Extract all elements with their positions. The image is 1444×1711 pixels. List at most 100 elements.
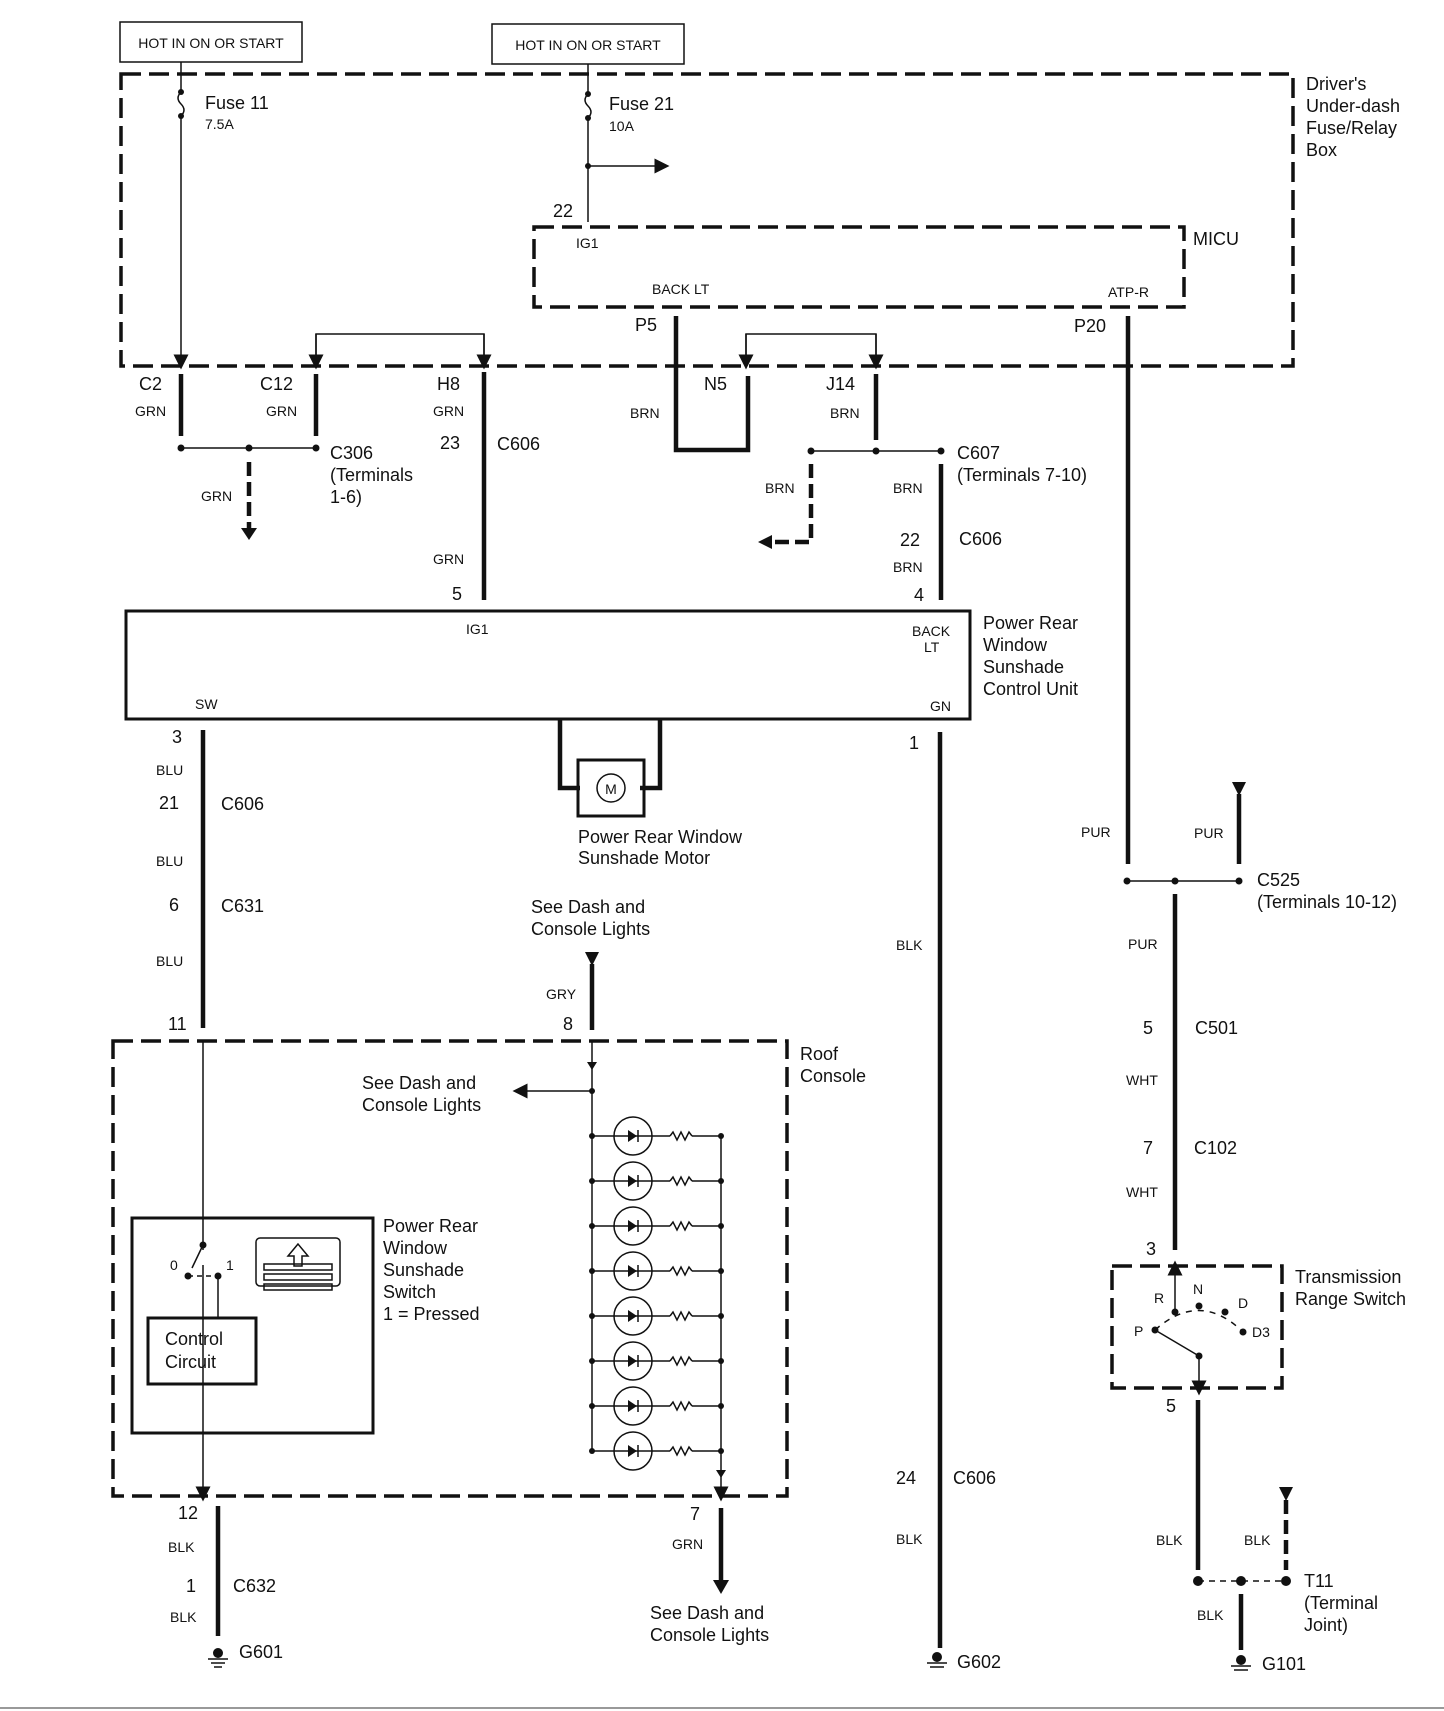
terminal-label: P5 — [635, 315, 657, 335]
wire-color-label: BLU — [156, 762, 183, 778]
arrow-down-icon — [241, 528, 257, 540]
led-row — [589, 1296, 724, 1336]
fuse-11: Fuse 11 7.5A — [173, 62, 269, 370]
wire-color-label: PUR — [1128, 936, 1158, 952]
fuse-name: Fuse 11 — [205, 93, 269, 113]
connector-pin: 6 — [169, 895, 179, 915]
transmission-label-line: Range Switch — [1295, 1289, 1406, 1309]
fuse-21: Fuse 21 10A 22 — [553, 64, 674, 222]
gear-position: D — [1238, 1295, 1248, 1311]
power-source-right: HOT IN ON OR START — [491, 23, 685, 65]
switch-label-line: Power Rear — [383, 1216, 478, 1236]
ground-label: G101 — [1262, 1654, 1306, 1674]
switch-position-on: 1 — [226, 1257, 234, 1273]
arrow-down-icon — [713, 1580, 729, 1594]
pin-number: 11 — [168, 1014, 187, 1034]
wire-color-label: BLK — [170, 1609, 197, 1625]
micu-pin-label: IG1 — [576, 235, 599, 251]
wire-color-label: GRN — [135, 403, 166, 419]
selector-arm-icon — [1154, 1329, 1200, 1357]
wire-color-label: GRN — [433, 403, 464, 419]
pin-number: 5 — [1166, 1396, 1176, 1416]
sunshade-switch-box — [130, 1216, 375, 1435]
micu-pin-label: BACK LT — [652, 281, 710, 297]
pin-number: 4 — [914, 585, 924, 605]
arrow-down-icon — [1279, 1487, 1293, 1501]
control-unit-label-line: Power Rear — [983, 613, 1078, 633]
circuit-atp-r: P20 PUR PUR C525 (Terminals 10-12) PUR 5… — [1074, 316, 1397, 1259]
micu-input-pin: 22 — [553, 201, 573, 221]
pin-label: BACK — [912, 623, 951, 639]
connector-pin: 7 — [1143, 1138, 1153, 1158]
wire-color-label: BLK — [1244, 1532, 1271, 1548]
wire-color-label: BLK — [1197, 1607, 1224, 1623]
terminal-label: H8 — [437, 374, 460, 394]
splice-label: C607 — [957, 443, 1000, 463]
power-source-left: HOT IN ON OR START — [119, 21, 303, 63]
fuse-box-label-line: Driver's — [1306, 74, 1366, 94]
control-circuit-label: Control — [165, 1329, 223, 1349]
micu-label: MICU — [1193, 229, 1239, 249]
splice-note: (Terminals 10-12) — [1257, 892, 1397, 912]
pin-label: SW — [195, 696, 218, 712]
pin-label: GN — [930, 698, 951, 714]
splice-label: T11 — [1304, 1571, 1334, 1591]
led-row — [589, 1341, 724, 1381]
control-circuit-box — [146, 1316, 258, 1386]
wire-color-label: BRN — [630, 405, 660, 421]
splice-label: C525 — [1257, 870, 1300, 890]
pin-label: LT — [924, 639, 940, 655]
led-array — [589, 1116, 724, 1471]
see-dash-label: See Dash and — [650, 1603, 764, 1623]
pin-label: IG1 — [466, 621, 489, 637]
connector-pin: 24 — [896, 1468, 916, 1488]
connector-label: C606 — [221, 794, 264, 814]
connector-pin: 21 — [159, 793, 179, 813]
connector-label: C501 — [1195, 1018, 1238, 1038]
fuse-box-label-line: Box — [1306, 140, 1337, 160]
resistor-icon — [669, 1310, 693, 1322]
micu-outline — [532, 225, 1186, 309]
connector-label: C631 — [221, 896, 264, 916]
wire-color-label: WHT — [1126, 1184, 1158, 1200]
wire-color-label: GRN — [672, 1536, 703, 1552]
switch-label-line: 1 = Pressed — [383, 1304, 480, 1324]
transmission-label-line: Transmission — [1295, 1267, 1401, 1287]
gear-position: P — [1134, 1323, 1143, 1339]
see-dash-label: See Dash and — [362, 1073, 476, 1093]
wire-color-label: BLU — [156, 953, 183, 969]
internal-jumper — [745, 333, 877, 362]
wire-color-label: BLK — [896, 1531, 923, 1547]
fuse-rating: 10A — [609, 118, 635, 134]
power-source-label: HOT IN ON OR START — [138, 35, 284, 51]
circuit-gry: See Dash and Console Lights GRY 8 — [531, 897, 650, 1034]
led-row — [589, 1386, 724, 1426]
transmission-range-switch: Transmission Range Switch P R N D D3 — [1110, 1260, 1406, 1396]
pin-number: 7 — [690, 1504, 700, 1524]
resistor-icon — [669, 1400, 693, 1412]
splice-note: 1-6) — [330, 487, 362, 507]
gear-position: N — [1193, 1281, 1203, 1297]
wire-color-label: BLK — [168, 1539, 195, 1555]
resistor-icon — [669, 1175, 693, 1187]
ground-label: G601 — [239, 1642, 283, 1662]
roof-console: Roof Console 0 1 Control Circuit Power R… — [111, 1039, 866, 1502]
see-dash-label: Console Lights — [650, 1625, 769, 1645]
resistor-icon — [669, 1265, 693, 1277]
control-unit-label-line: Sunshade — [983, 657, 1064, 677]
circuit-g101: 5 BLK BLK T11 (Terminal Joint) BLK G101 — [1156, 1396, 1378, 1674]
roof-console-label-line: Roof — [800, 1044, 839, 1064]
connector-label: C606 — [959, 529, 1002, 549]
ground-icon — [927, 1652, 947, 1668]
connector-pin: 5 — [1143, 1018, 1153, 1038]
switch-label-line: Sunshade — [383, 1260, 464, 1280]
motor-symbol: M — [605, 781, 617, 797]
connector-label: C632 — [233, 1576, 276, 1596]
circuit-console-lights-out: 7 GRN See Dash and Console Lights — [650, 1504, 769, 1645]
circuit-ig1: H8 GRN 23 C606 GRN 5 — [433, 372, 540, 604]
terminal-label: N5 — [704, 374, 727, 394]
control-unit-outline — [124, 609, 972, 721]
wire-color-label: BRN — [893, 559, 923, 575]
led-row — [589, 1206, 724, 1246]
splice-note: Joint) — [1304, 1615, 1348, 1635]
